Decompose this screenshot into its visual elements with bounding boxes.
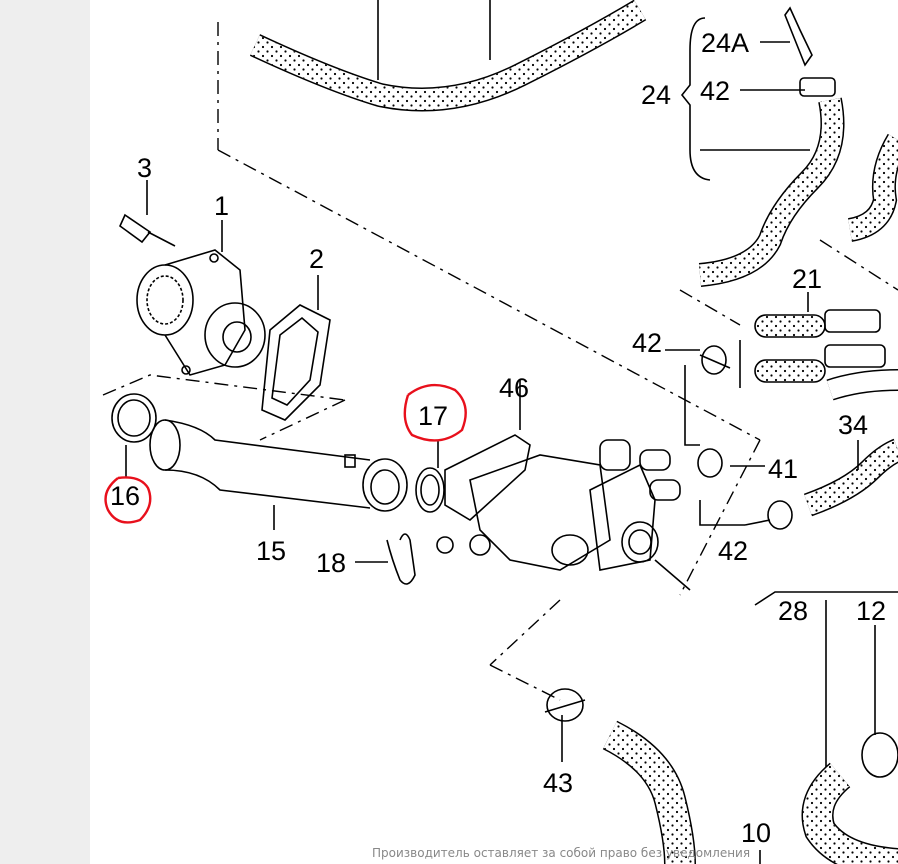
label-10: 10 <box>741 818 771 848</box>
pipe-15 <box>149 419 408 512</box>
label-1: 1 <box>214 191 229 221</box>
thermostat-housing <box>436 380 691 591</box>
label-3: 3 <box>137 153 152 183</box>
label-18: 18 <box>316 548 346 578</box>
label-24a: 24A <box>701 28 749 58</box>
label-42-mid: 42 <box>632 328 662 358</box>
label-42-low: 42 <box>718 536 748 566</box>
label-16: 16 <box>110 481 140 511</box>
label-34: 34 <box>838 410 868 440</box>
label-28: 28 <box>778 596 808 626</box>
label-21: 21 <box>792 264 822 294</box>
hose-24 <box>698 97 845 287</box>
label-41: 41 <box>768 454 798 484</box>
highlight-17 <box>403 383 467 442</box>
label-46: 46 <box>499 373 529 403</box>
label-15: 15 <box>256 536 286 566</box>
footer-notice: Производитель оставляет за собой право б… <box>372 846 751 860</box>
label-43: 43 <box>543 768 573 798</box>
left-margin <box>0 0 90 864</box>
label-17: 17 <box>418 401 448 431</box>
label-12: 12 <box>856 596 886 626</box>
water-pump <box>136 249 266 376</box>
hose-top <box>249 0 647 112</box>
label-42-top: 42 <box>700 76 730 106</box>
highlight-16 <box>104 476 152 524</box>
label-24: 24 <box>641 80 671 110</box>
label-2: 2 <box>309 244 324 274</box>
